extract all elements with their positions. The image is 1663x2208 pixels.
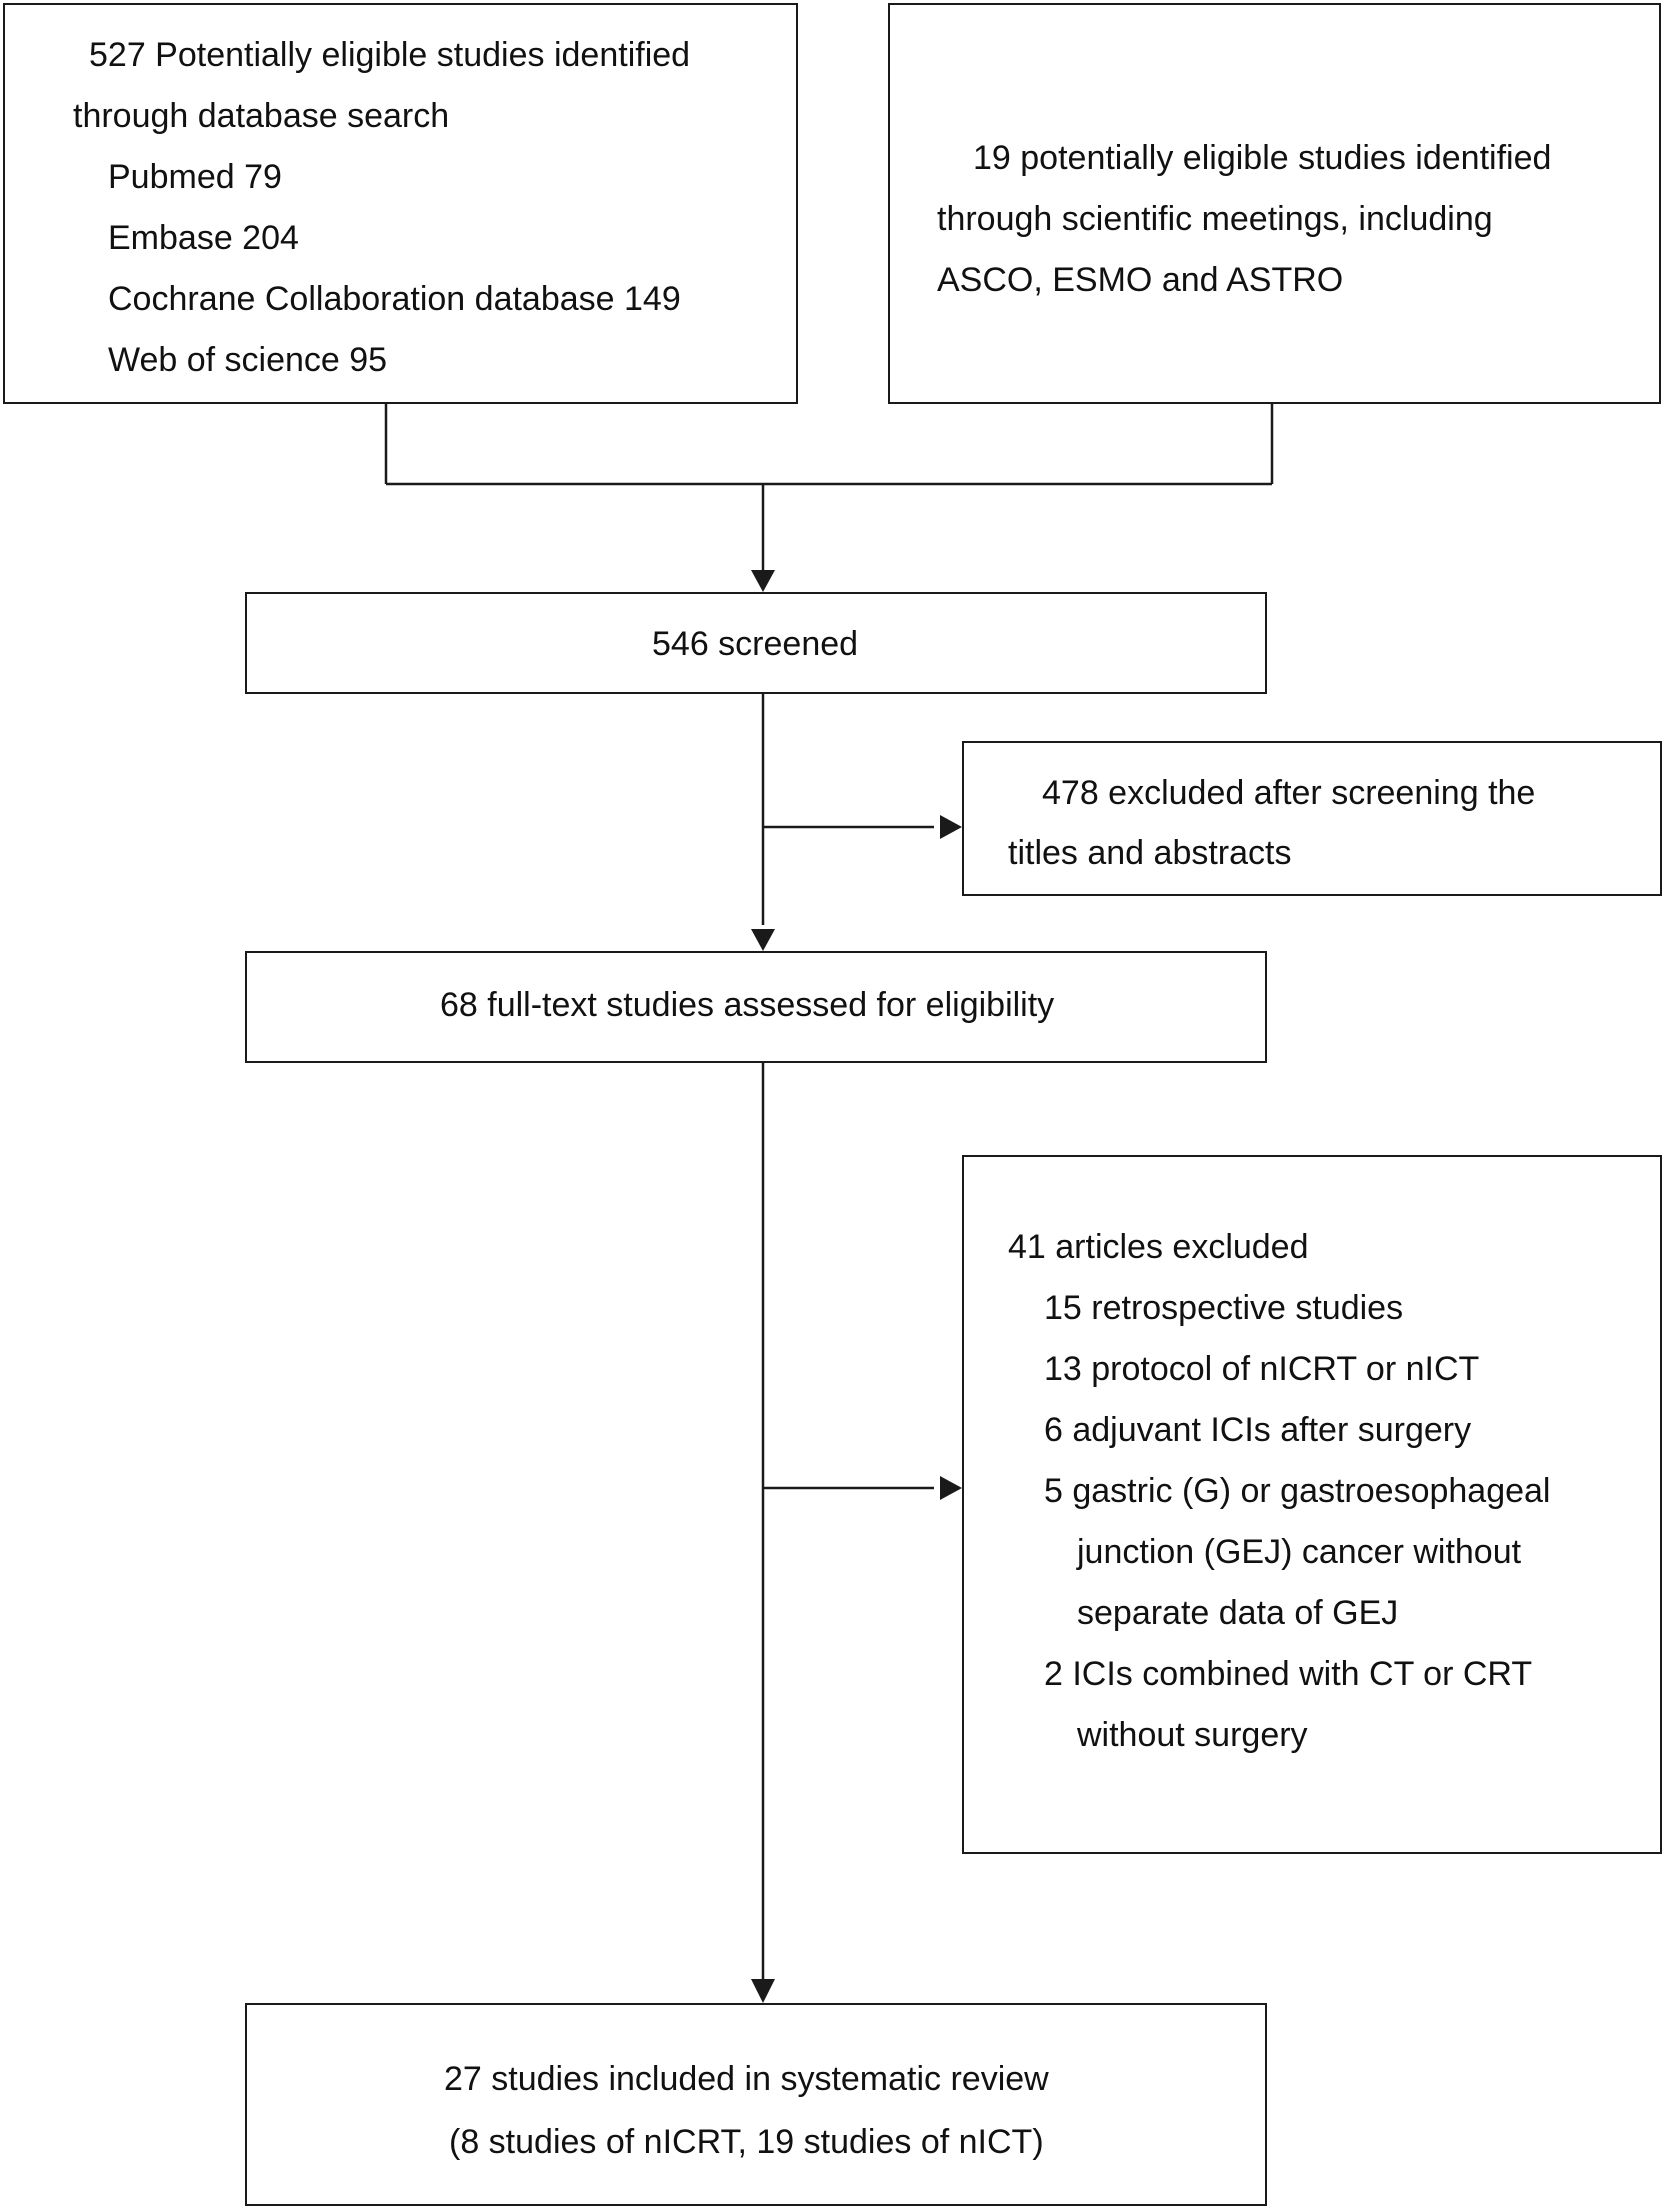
screened-box: 546 screened	[245, 592, 1267, 694]
excluded-total-line: 41 articles excluded	[1008, 1228, 1309, 1266]
arrow-to-excluded-screen	[940, 815, 962, 839]
excluded-screening-line-2: titles and abstracts	[1008, 834, 1292, 872]
excluded-screening-box: 478 excluded after screening the titles …	[962, 741, 1662, 896]
excluded-reason-line-3: 6 adjuvant ICIs after surgery	[1044, 1411, 1472, 1449]
db-wos-line: Web of science 95	[108, 341, 388, 379]
db-source-line: through database search	[73, 97, 450, 135]
excluded-reason-line-5: 2 ICIs combined with CT or CRT	[1044, 1655, 1533, 1693]
arrow-to-fulltext	[751, 929, 775, 951]
meetings-count-line: 19 potentially eligible studies identifi…	[973, 139, 1552, 177]
included-breakdown-line: (8 studies of nICRT, 19 studies of nICT)	[449, 2123, 1044, 2161]
excluded-screening-line-1: 478 excluded after screening the	[1042, 774, 1536, 812]
excluded-reason-line-2: 13 protocol of nICRT or nICT	[1044, 1350, 1480, 1388]
fulltext-line: 68 full-text studies assessed for eligib…	[440, 986, 1055, 1024]
included-count-line: 27 studies included in systematic review	[444, 2060, 1049, 2098]
db-embase-line: Embase 204	[108, 219, 299, 257]
excluded-reason-line-1: 15 retrospective studies	[1044, 1289, 1404, 1327]
database-search-box: 527 Potentially eligible studies identif…	[3, 3, 798, 404]
excluded-reason-line-4: 5 gastric (G) or gastroesophageal	[1044, 1472, 1551, 1510]
excluded-reason-line-5-cont: without surgery	[1077, 1716, 1308, 1754]
arrow-to-excluded-articles	[940, 1476, 962, 1500]
meetings-source-line: through scientific meetings, including	[937, 200, 1493, 238]
excluded-reason-line-4-cont-2: separate data of GEJ	[1077, 1594, 1399, 1632]
db-count-line: 527 Potentially eligible studies identif…	[89, 36, 691, 74]
db-pubmed-line: Pubmed 79	[108, 158, 282, 196]
scientific-meetings-box: 19 potentially eligible studies identifi…	[888, 3, 1661, 404]
meetings-names-line: ASCO, ESMO and ASTRO	[937, 261, 1344, 299]
included-studies-box: 27 studies included in systematic review…	[245, 2003, 1267, 2206]
fulltext-assessed-box: 68 full-text studies assessed for eligib…	[245, 951, 1267, 1063]
excluded-articles-box: 41 articles excluded 15 retrospective st…	[962, 1155, 1662, 1854]
arrow-to-screened	[751, 570, 775, 592]
db-cochrane-line: Cochrane Collaboration database 149	[108, 280, 681, 318]
screened-line: 546 screened	[652, 625, 859, 663]
excluded-reason-line-4-cont-1: junction (GEJ) cancer without	[1077, 1533, 1522, 1571]
arrow-to-included	[751, 1979, 775, 2003]
